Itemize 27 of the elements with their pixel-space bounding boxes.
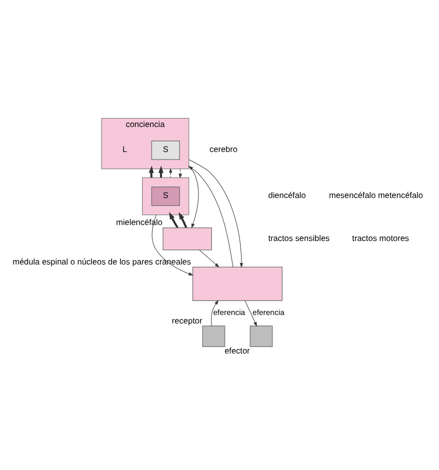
arrow xyxy=(169,212,178,228)
node-box: S xyxy=(151,140,180,160)
label: tractos sensibles xyxy=(268,234,330,243)
node-label: cerebro xyxy=(210,145,238,154)
node-box xyxy=(162,227,212,250)
arrow xyxy=(188,159,244,268)
node-label: efector xyxy=(224,346,250,356)
node-box: S xyxy=(151,186,180,206)
arrow xyxy=(169,168,172,178)
arrow xyxy=(178,168,182,178)
node-box xyxy=(202,326,226,347)
node-label: mesencéfalo metencéfalo xyxy=(328,191,423,200)
arrow xyxy=(178,212,188,228)
arrow xyxy=(199,250,220,268)
node-label: diencéfalo xyxy=(268,191,306,200)
node-label: receptor xyxy=(172,316,202,326)
arrow xyxy=(152,214,194,276)
label: tractos motores xyxy=(352,234,410,243)
arrow xyxy=(188,166,234,268)
node-box xyxy=(250,326,273,347)
cluster xyxy=(142,177,190,216)
arrow xyxy=(244,300,258,327)
arrow xyxy=(188,165,199,228)
node-label: mielencéfalo xyxy=(116,218,162,228)
node-text: L xyxy=(122,145,128,154)
arrow xyxy=(211,300,219,326)
node-box xyxy=(192,266,282,301)
